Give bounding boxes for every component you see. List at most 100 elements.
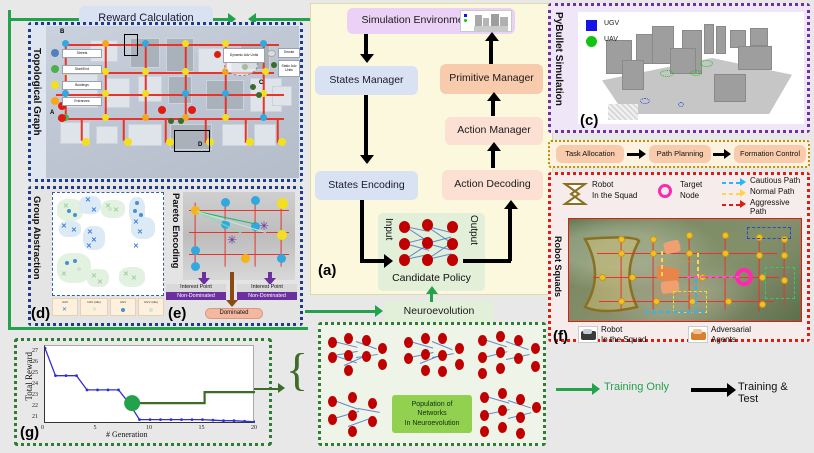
group-abstraction-image: ✕ ✕ ✕ ✕ ✕ ✕ ✕ ✕ ✕ ✕ ✕ ✕ ✕ ✕ ✕ ✕ ✕ ✕: [52, 192, 164, 296]
population-label-line3: In Neuroevolution: [404, 419, 460, 427]
population-brace: {: [286, 344, 309, 395]
task-arrow-2: [713, 153, 726, 156]
topo-legend-start-end: Start/End: [62, 65, 102, 74]
chart-x-tick: 10: [146, 425, 152, 431]
reward-loop-right-segment: [252, 18, 320, 21]
robot-photo-icon: [578, 326, 598, 343]
chart-y-tick: 22: [32, 402, 38, 409]
topo-legend-right: Dynamic Adv Units Smoke Static Adv Units: [214, 48, 300, 88]
population-label-box[interactable]: Population of Networks In Neuroevolution: [392, 395, 472, 433]
interest-point-badge-left[interactable]: Interest Point Non-Dominated: [166, 284, 226, 300]
panel-a-tag: (a): [318, 262, 337, 279]
pareto-arrow-left: [202, 272, 206, 280]
topo-legend-streets: Streets: [62, 49, 102, 58]
uav-legend-icon: [586, 36, 597, 47]
topo-marker-b: B: [60, 29, 65, 35]
arrowhead-simenv-to-statesmanager: [360, 54, 374, 63]
reward-loop-left-arrowhead: [248, 13, 256, 25]
states-encoding-box[interactable]: States Encoding: [315, 171, 418, 200]
chart-x-axis-title: # Generation: [106, 430, 148, 439]
roi-orange: [657, 261, 699, 295]
arrowhead-into-neuroevolution: [375, 305, 383, 317]
panel-d-tag: (d): [31, 305, 51, 322]
topo-marker-c: C: [259, 80, 264, 86]
aggressive-path-icon: [722, 204, 740, 206]
reward-loop-top-arrowhead: [228, 13, 236, 25]
training-and-test-label: Training & Test: [738, 381, 788, 405]
topo-marker-a: A: [50, 110, 55, 116]
arrow-actionmanager-to-primitivemanager: [491, 98, 495, 116]
task-arrow-1: [627, 153, 641, 156]
ga-legend-uav-icon: ✕: [62, 307, 68, 313]
interest-point-left-line2: Non-Dominated: [166, 292, 226, 300]
chart-y-tick: 25: [32, 369, 38, 376]
ga-legend-ugv-idle: UGV (idle): [138, 298, 164, 316]
panel-f-legend-top: Robot In the Squad Target Node Cautious …: [562, 176, 802, 216]
chart-to-population-arrow: [254, 388, 280, 391]
panel-c-side-label: PyBullet Simulation: [553, 12, 564, 106]
pareto-star-left: ✳: [259, 219, 270, 233]
adversarial-label-2: Agents: [711, 335, 736, 344]
arrow-actiondecoding-to-actionmanager: [491, 148, 495, 168]
chart-y-tick: 23: [32, 391, 38, 398]
robot-bottom-label-2: In the Squad: [601, 335, 647, 344]
chart-x-tick: 15: [198, 425, 205, 431]
output-label: Output: [468, 215, 479, 246]
interest-point-right-line1: Interest Point: [237, 284, 297, 292]
normal-path-overlay: [661, 251, 663, 277]
path-planning-box[interactable]: Path Planning: [649, 145, 711, 163]
normal-path-label: Normal Path: [750, 187, 795, 196]
arrowhead-to-policy-input: [384, 254, 393, 268]
interest-point-right-line2: Non-Dominated: [237, 292, 297, 300]
chart-plot-area: [44, 345, 255, 424]
population-label-line1: Population of: [411, 400, 453, 408]
panel-f-side-label: Robot Squads: [553, 236, 563, 297]
candidate-policy-label: Candidate Policy: [392, 272, 471, 284]
topo-marker-d: D: [198, 142, 203, 148]
action-decoding-box[interactable]: Action Decoding: [442, 170, 543, 200]
ugv-group-1: [640, 98, 650, 104]
robot-squad-hourglass-icon: [562, 183, 588, 205]
arrow-into-neuroevolution: [305, 310, 377, 313]
dominated-badge[interactable]: Dominated: [205, 308, 263, 319]
states-manager-box[interactable]: States Manager: [315, 66, 418, 95]
population-network-1: [328, 333, 390, 379]
robot-squads-map: [568, 218, 802, 322]
arrowhead-output-to-actiondecoding: [504, 200, 518, 209]
topo-legend-buildings: Buildings: [62, 81, 102, 90]
population-network-2: [404, 333, 466, 379]
arrow-policy-output: [463, 259, 511, 263]
panel-e-side-label: Pareto Encoding: [170, 193, 181, 269]
action-manager-box[interactable]: Action Manager: [445, 117, 543, 145]
formation-control-box[interactable]: Formation Control: [734, 145, 806, 163]
policy-network-glyph: [399, 216, 463, 268]
start-end-icon: [51, 65, 59, 73]
chart-y-tick: 21: [32, 413, 38, 420]
training-only-arrow-icon: [556, 388, 594, 391]
uav-group-2: [700, 60, 713, 67]
population-network-3: [478, 331, 542, 383]
pareto-encoding-image: ✳ ✳: [183, 192, 295, 280]
ga-legend-ugv-icon: [121, 308, 125, 312]
chart-x-tick: 0: [41, 425, 44, 431]
topo-legend-entrances: Entrances: [62, 97, 102, 106]
training-only-arrowhead: [592, 383, 600, 395]
training-test-arrowhead: [727, 383, 736, 397]
primitive-manager-box[interactable]: Primitive Manager: [440, 64, 543, 94]
ugv-group-2: [678, 102, 684, 107]
interest-point-badge-right[interactable]: Interest Point Non-Dominated: [237, 284, 297, 300]
ugv-legend-icon: [586, 20, 597, 31]
arrowhead-actiondecoding-to-actionmanager: [487, 142, 501, 151]
arrow-to-policy-input: [360, 259, 386, 263]
static-adv-units-icon: [271, 62, 277, 68]
neuroevolution-box[interactable]: Neuroevolution: [384, 300, 494, 323]
panel-b-side-label: Topological Graph: [31, 48, 42, 136]
chart-y-tick: 26: [32, 358, 38, 365]
streets-icon: [51, 49, 59, 57]
input-label: Input: [383, 218, 394, 241]
task-allocation-box[interactable]: Task Allocation: [556, 145, 624, 163]
chart-y-tick: 27: [32, 347, 38, 354]
arrowhead-primitivemanager-to-simenv: [485, 32, 499, 41]
target-node-label-2: Node: [680, 191, 700, 200]
dynamic-adv-units-icon: [214, 51, 221, 58]
